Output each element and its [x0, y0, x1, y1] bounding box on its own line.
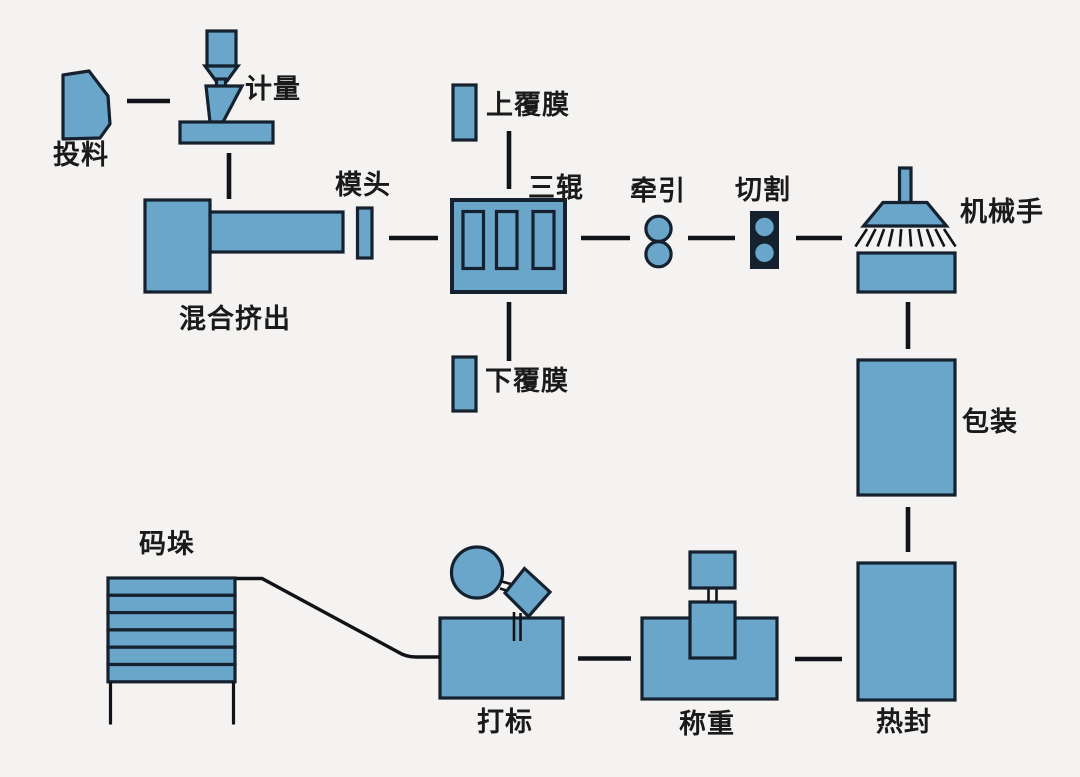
- label-cutting: 切割: [735, 175, 791, 205]
- extruder-shape: [143, 198, 345, 294]
- label-palletizing: 码垛: [139, 529, 195, 559]
- traction-rollers-shape: [644, 214, 673, 269]
- metering-unit-shape: [178, 29, 275, 145]
- upper-film-roll-shape: [451, 83, 478, 142]
- label-marking: 打标: [477, 707, 533, 737]
- label-packaging: 包装: [962, 407, 1018, 437]
- cutting-unit-shape: [750, 211, 779, 269]
- label-three-rollers: 三辊: [528, 173, 584, 203]
- label-feeding: 投料: [53, 140, 109, 170]
- palletizing-stack-shape: [106, 576, 237, 725]
- label-die-head: 模头: [335, 170, 391, 200]
- packaging-shape: [856, 358, 957, 497]
- lower-film-roll-shape: [451, 355, 478, 413]
- label-weighing: 称重: [679, 709, 735, 739]
- feeding-hopper-shape: [61, 69, 112, 141]
- label-heat-sealing: 热封: [876, 707, 932, 737]
- weighing-shape: [640, 550, 779, 701]
- robot-arm-shape: [854, 166, 957, 294]
- label-robot-arm: 机械手: [960, 197, 1044, 227]
- label-metering: 计量: [245, 74, 301, 104]
- marking-shape: [438, 545, 565, 700]
- label-mixing-extrusion: 混合挤出: [179, 304, 291, 334]
- edge-marking-palletizing: [235, 576, 440, 659]
- three-roller-shape: [450, 198, 567, 294]
- label-lower-film: 下覆膜: [485, 366, 569, 396]
- label-upper-film: 上覆膜: [486, 90, 570, 120]
- label-traction: 牵引: [630, 176, 686, 206]
- heat-sealing-shape: [856, 561, 957, 702]
- die-head-shape: [355, 206, 374, 260]
